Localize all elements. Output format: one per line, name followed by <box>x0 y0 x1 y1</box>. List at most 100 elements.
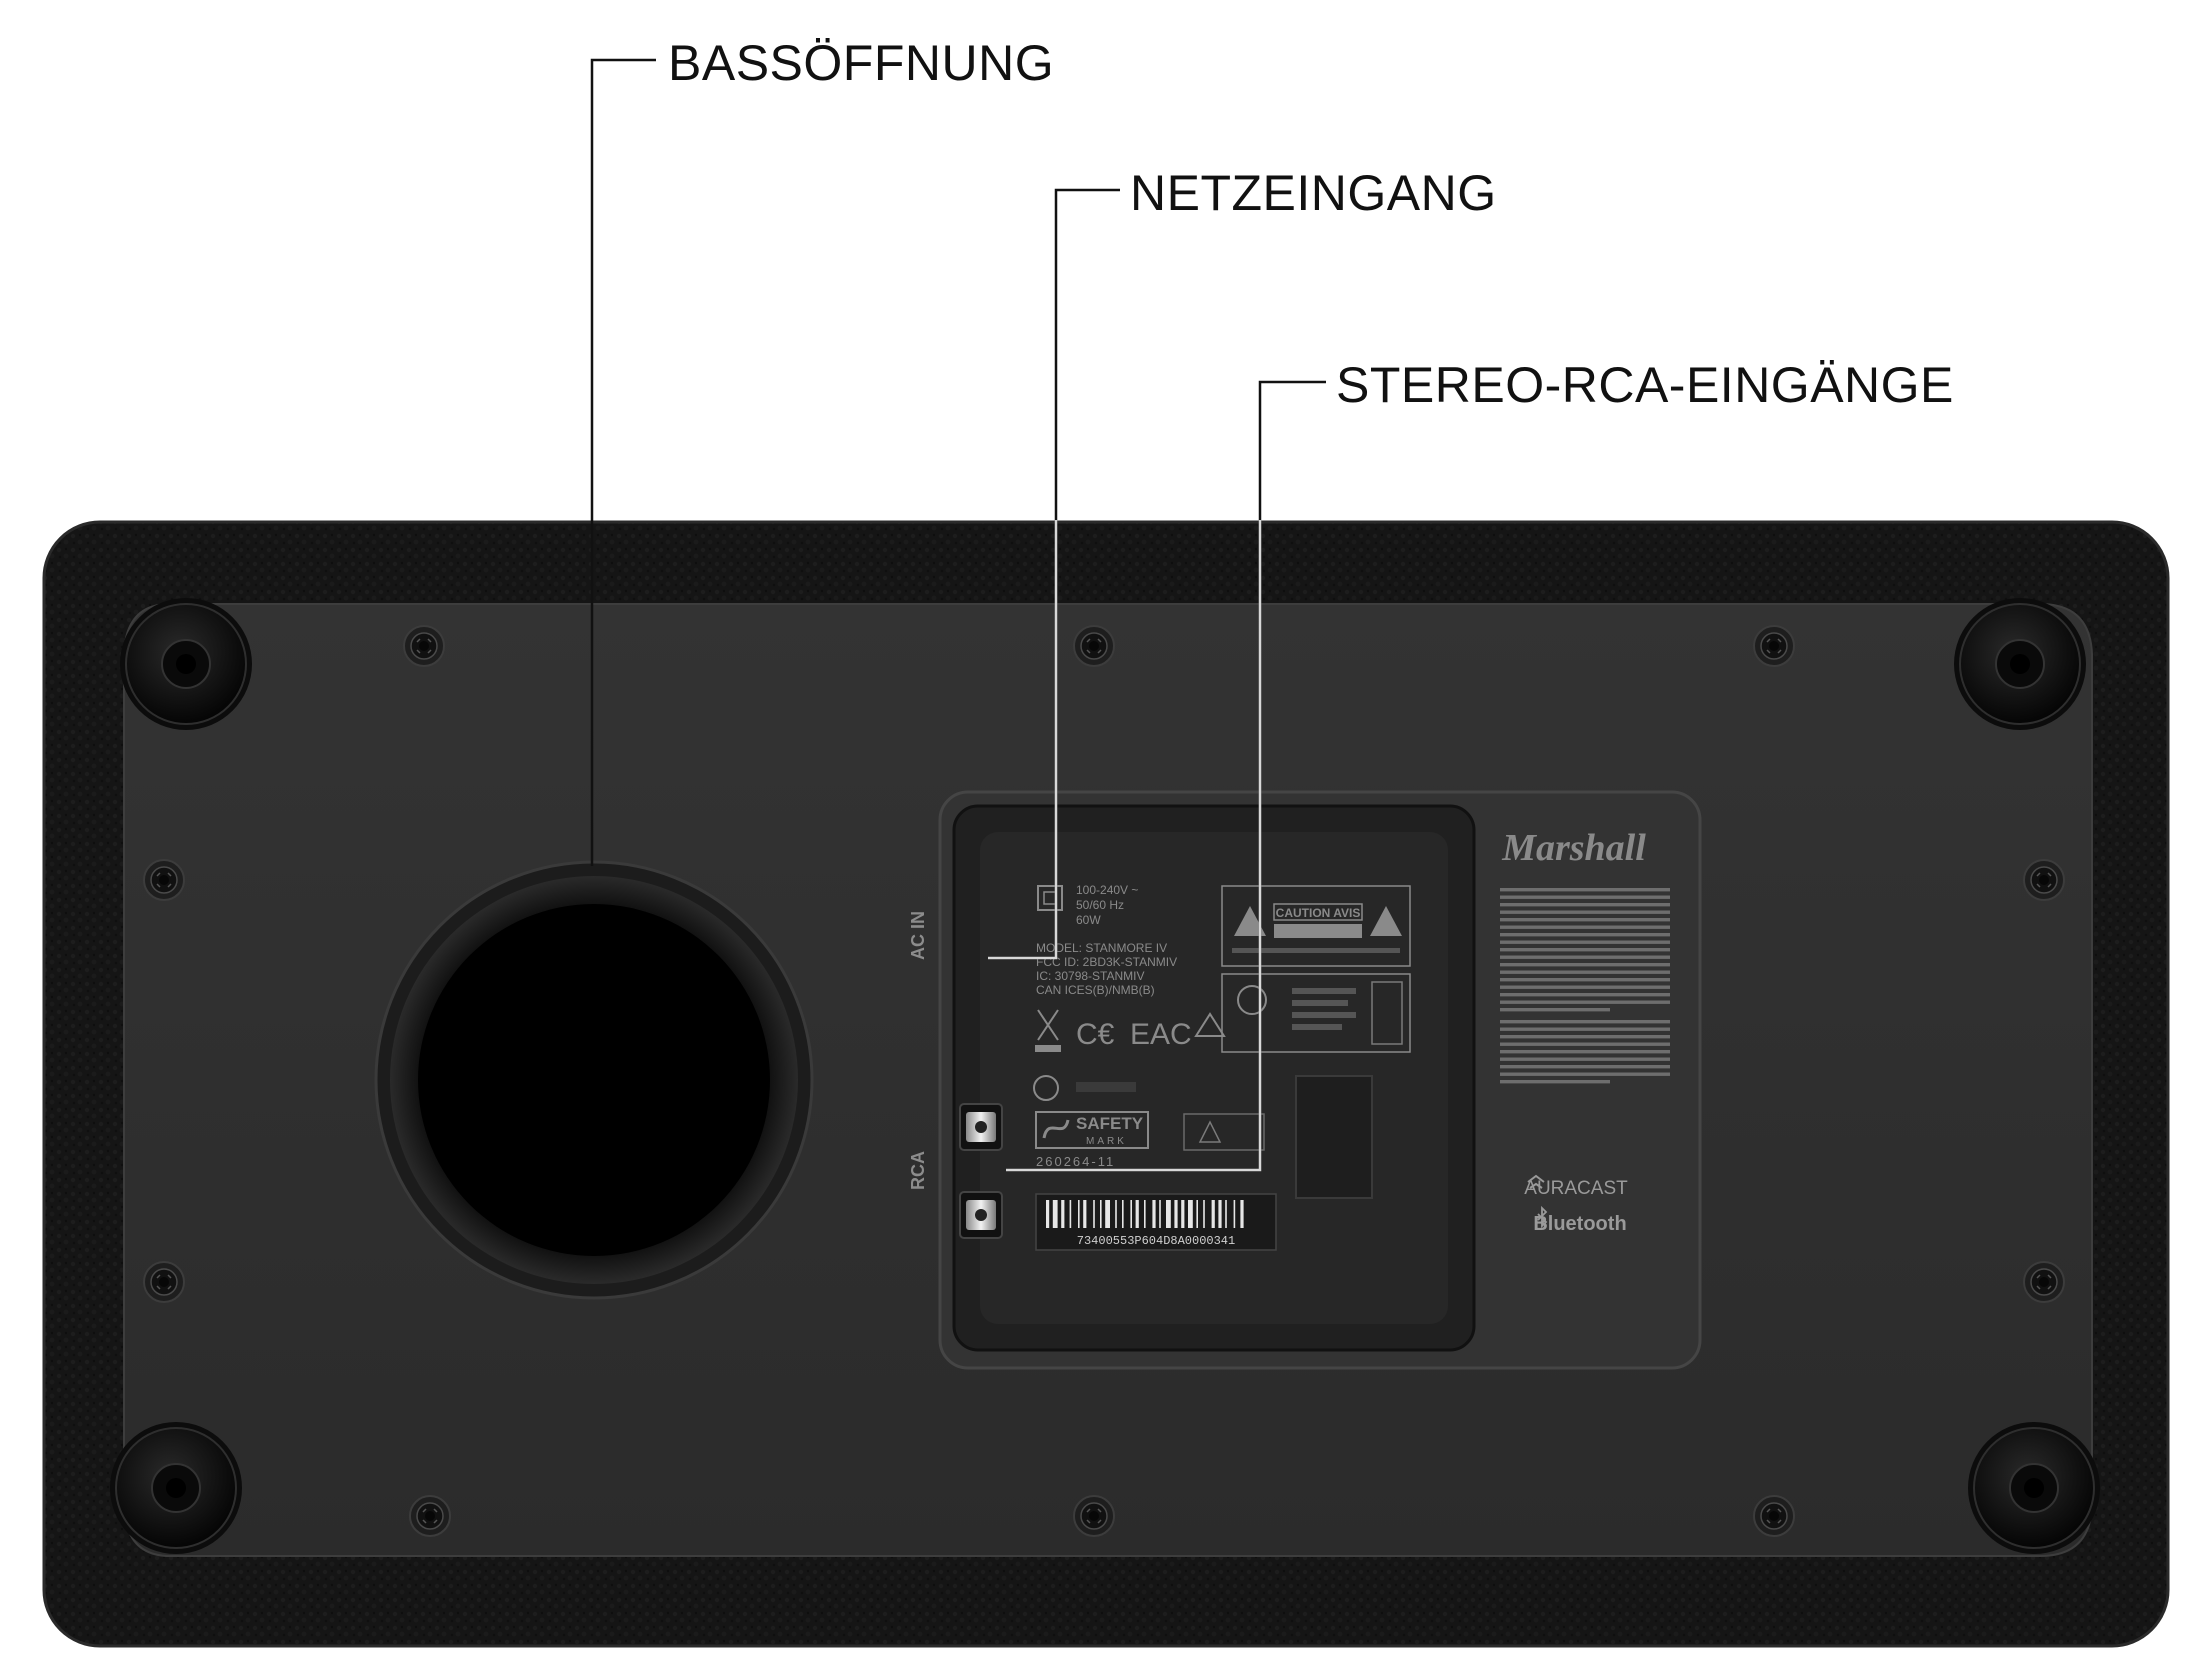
fine-print-line <box>1500 1008 1610 1012</box>
fine-print-line <box>1500 940 1670 944</box>
power-rating-line: 100-240V ~ <box>1076 883 1138 897</box>
double-insulation-icon <box>1037 885 1063 911</box>
power-rating-line: 50/60 Hz <box>1076 898 1124 912</box>
warning-icon <box>1370 906 1402 936</box>
caution-label: CAUTION AVIS <box>1276 906 1361 920</box>
barcode-bar <box>1240 1200 1244 1228</box>
warning-icon <box>1234 906 1266 936</box>
fine-print-line <box>1500 1000 1670 1004</box>
recycle-icon <box>1198 1120 1222 1143</box>
screw <box>2023 859 2065 901</box>
fine-print-line <box>1500 910 1670 914</box>
bluetooth-logo: Bluetooth <box>1533 1213 1626 1235</box>
rubber-foot <box>1953 597 2087 731</box>
model-line: MODEL: STANMORE IV <box>1036 941 1167 955</box>
fine-print-line <box>1500 925 1670 929</box>
fine-print-line <box>1500 1027 1670 1031</box>
safety-mark-label: SAFETY <box>1076 1114 1144 1133</box>
model-line: CAN ICES(B)/NMB(B) <box>1036 983 1155 997</box>
fine-print-line <box>1500 955 1670 959</box>
barcode-bar <box>1122 1200 1124 1228</box>
fine-print-line <box>1500 918 1670 922</box>
fine-print-line <box>1500 1042 1670 1046</box>
fine-print-line <box>1500 963 1670 967</box>
barcode-bar <box>1188 1200 1193 1228</box>
model-line: IC: 30798-STANMIV <box>1036 969 1144 983</box>
compliance-icon <box>1033 1075 1059 1101</box>
callout-bass-port: BASSÖFFNUNG <box>668 35 1055 91</box>
rca-jack-bottom <box>959 1191 1003 1239</box>
callout-rca-inputs: STEREO-RCA-EINGÄNGE <box>1336 357 1954 413</box>
auracast-logo: AURACAST <box>1524 1178 1628 1199</box>
fine-print-line <box>1500 888 1670 892</box>
fine-print-line <box>1500 903 1670 907</box>
barcode-bar <box>1105 1200 1110 1228</box>
barcode-bar <box>1181 1200 1185 1228</box>
barcode-bar <box>1083 1200 1087 1228</box>
weee-icon <box>1035 1009 1061 1052</box>
legal-fine-print <box>1500 888 1670 1084</box>
barcode-bar <box>1166 1200 1171 1228</box>
barcode-bar <box>1115 1200 1117 1228</box>
certification-box <box>1221 973 1411 1053</box>
barcode-bar <box>1196 1200 1198 1228</box>
rca-label: RCA <box>908 1151 928 1190</box>
fine-print-line <box>1500 933 1670 937</box>
screw <box>1753 625 1795 667</box>
screw <box>409 1495 451 1537</box>
certification-icon <box>1237 985 1267 1015</box>
leader-line-bass-port <box>590 58 656 866</box>
barcode-bar <box>1052 1200 1058 1228</box>
barcode-bar <box>1233 1200 1236 1228</box>
fine-print-line <box>1500 978 1670 982</box>
safety-mark-sub: MARK <box>1086 1136 1127 1147</box>
barcode-bar <box>1218 1200 1222 1228</box>
power-rating-line: 60W <box>1076 913 1101 927</box>
rca-jack-top <box>959 1103 1003 1151</box>
rubber-foot <box>1967 1421 2101 1555</box>
barcode-bar <box>1225 1200 1227 1228</box>
barcode-bar <box>1130 1200 1132 1228</box>
fine-print-line <box>1500 1072 1670 1076</box>
barcode-bar <box>1046 1200 1050 1228</box>
caution-box <box>1221 885 1411 967</box>
callout-power-input: NETZEINGANG <box>1130 165 1497 221</box>
screw <box>1753 1495 1795 1537</box>
barcode-bar <box>1211 1200 1215 1228</box>
screw <box>1073 625 1115 667</box>
fine-print-line <box>1500 1080 1610 1084</box>
screw <box>1073 1495 1115 1537</box>
fine-print-line <box>1500 895 1670 899</box>
serial-number: 73400553P604D8A0000341 <box>1077 1234 1235 1248</box>
fine-print-line <box>1500 1035 1670 1039</box>
barcode-bar <box>1100 1200 1102 1228</box>
screw <box>2023 1261 2065 1303</box>
barcode-bar <box>1152 1200 1156 1228</box>
fine-print-line <box>1500 948 1670 952</box>
bluetooth-icon <box>1537 1205 1548 1229</box>
fine-print-line <box>1500 1020 1670 1024</box>
rubber-foot <box>119 597 253 731</box>
fine-print-line <box>1500 1050 1670 1054</box>
rubber-foot <box>109 1421 243 1555</box>
bass-port <box>374 860 814 1300</box>
auracast-icon <box>1527 1174 1545 1189</box>
barcode-label <box>1035 1193 1277 1251</box>
safety-code: 260264-11 <box>1036 1154 1115 1169</box>
eac-mark-icon: EAC <box>1130 1018 1192 1051</box>
ce-mark-icon: C€ <box>1076 1018 1115 1051</box>
ac-in-label: AC IN <box>908 911 928 960</box>
screw <box>143 1261 185 1303</box>
screw <box>403 625 445 667</box>
barcode-bar <box>1144 1200 1146 1228</box>
safety-mark-icon <box>1042 1119 1070 1139</box>
barcode-bar <box>1078 1200 1080 1228</box>
barcode-bar <box>1093 1200 1095 1228</box>
label-pad <box>1295 1075 1373 1199</box>
marshall-logo: Marshall <box>1501 827 1646 869</box>
barcode-bar <box>1069 1200 1072 1228</box>
safety-mark <box>1035 1111 1149 1149</box>
model-line: FCC ID: 2BD3K-STANMIV <box>1036 955 1177 969</box>
fine-print-line <box>1500 985 1670 989</box>
